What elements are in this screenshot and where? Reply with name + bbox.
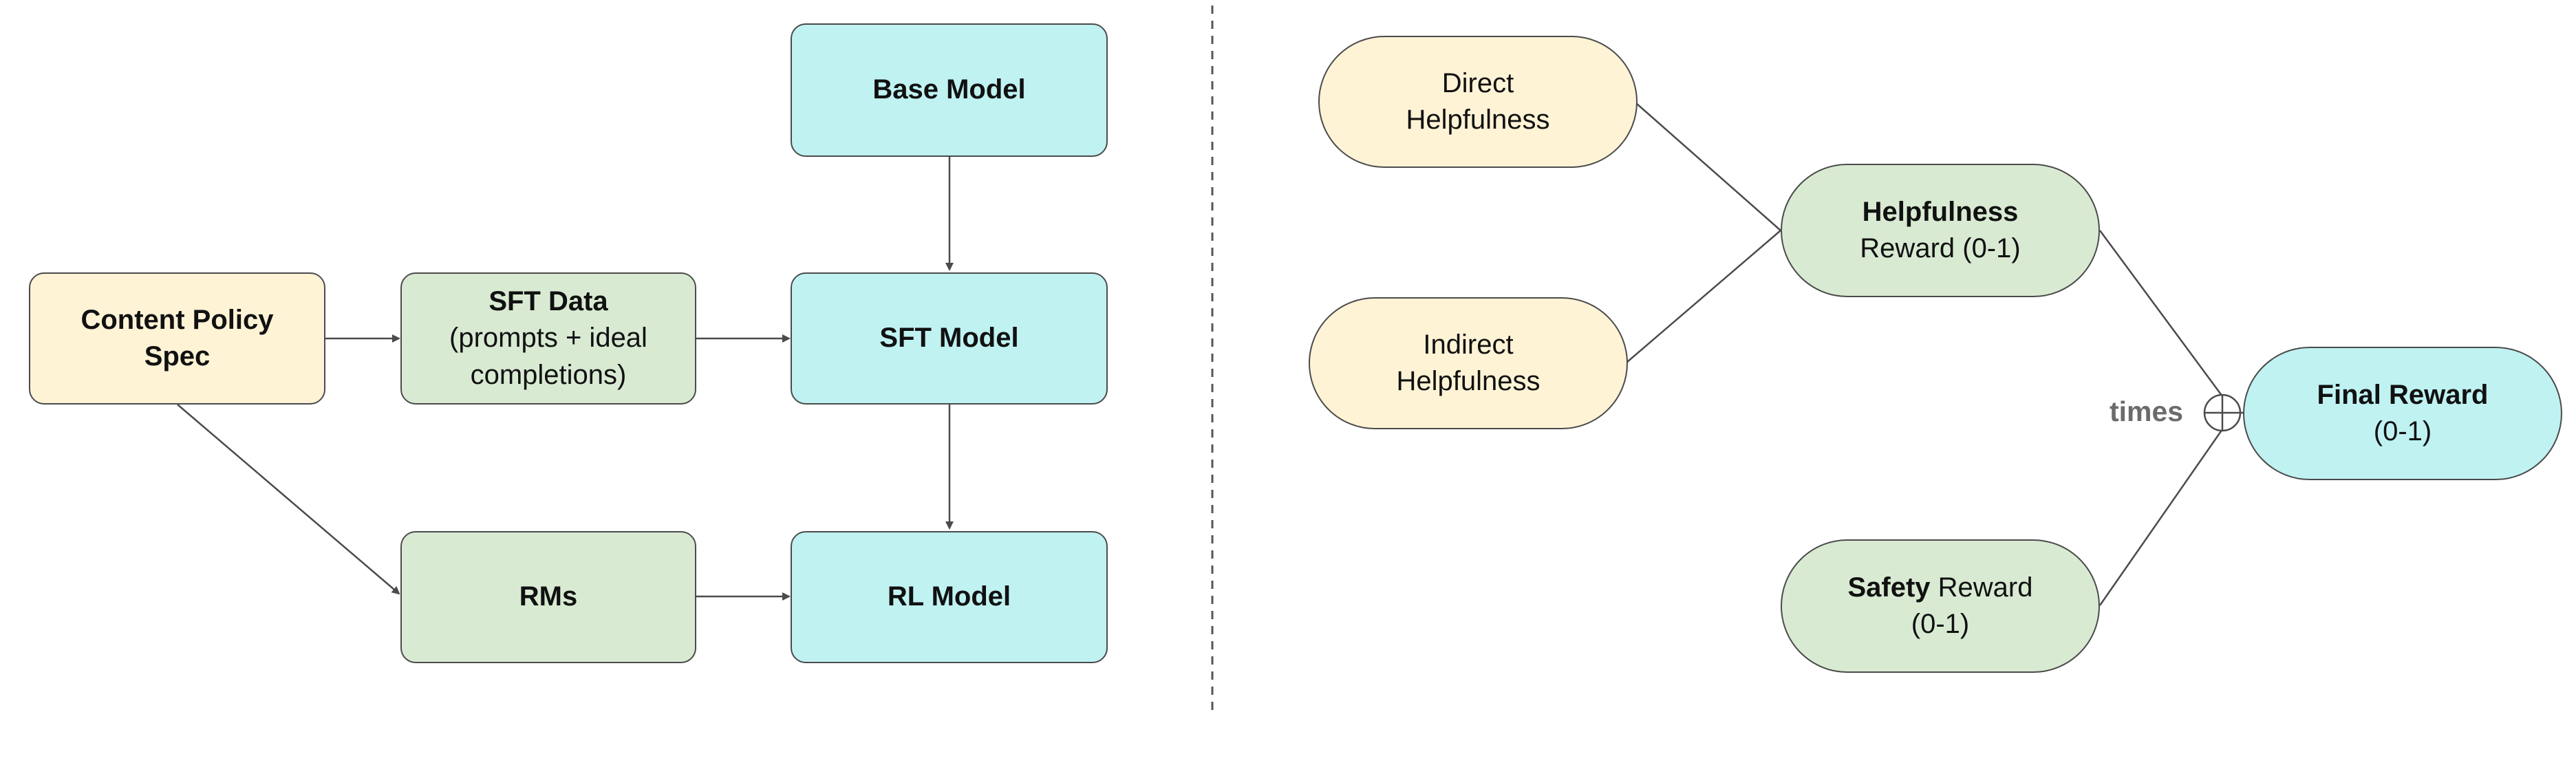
- arrow-spec-to-rms: [177, 404, 400, 595]
- rms-node: RMs: [400, 531, 696, 663]
- base-model-label: Base Model: [872, 74, 1026, 105]
- sft-data-title: SFT Data: [489, 286, 608, 317]
- indirect-line1: Indirect: [1423, 329, 1514, 360]
- rms-label: RMs: [519, 581, 578, 612]
- rl-model-node: RL Model: [791, 531, 1108, 663]
- helpfulness-reward-title: Helpfulness: [1862, 196, 2019, 227]
- sft-model-label: SFT Model: [879, 323, 1019, 354]
- final-reward-title: Final Reward: [2317, 379, 2489, 410]
- direct-line1: Direct: [1441, 67, 1514, 98]
- final-reward-line2: (0-1): [2373, 416, 2432, 446]
- safety-reward-line2: (0-1): [1911, 609, 1970, 639]
- safety-reward-rest: Reward: [1930, 572, 2033, 603]
- sft-model-node: SFT Model: [791, 272, 1108, 405]
- line-helpfulness-to-combine: [2099, 230, 2224, 397]
- content-policy-spec-node: Content Policy Spec: [29, 272, 325, 405]
- direct-line2: Helpfulness: [1406, 105, 1550, 135]
- direct-helpfulness-node: Direct Helpfulness: [1318, 36, 1638, 168]
- combine-label: times: [2110, 396, 2184, 427]
- line-indirect-to-helpfulness: [1626, 230, 1781, 363]
- rl-model-label: RL Model: [887, 581, 1011, 612]
- safety-reward-bold: Safety: [1847, 572, 1931, 603]
- final-reward-node: Final Reward (0-1): [2243, 347, 2562, 480]
- sft-data-node: SFT Data (prompts + ideal completions): [400, 272, 696, 405]
- sft-data-line2: (prompts + ideal: [449, 323, 647, 354]
- content-policy-line2: Spec: [144, 341, 211, 371]
- helpfulness-reward-node: Helpfulness Reward (0-1): [1781, 164, 2100, 297]
- base-model-node: Base Model: [791, 23, 1108, 157]
- sft-data-line3: completions): [470, 359, 627, 390]
- indirect-line2: Helpfulness: [1396, 366, 1541, 396]
- combine-plus-icon: [2203, 394, 2242, 432]
- indirect-helpfulness-node: Indirect Helpfulness: [1309, 297, 1628, 429]
- helpfulness-reward-line2: Reward (0-1): [1860, 233, 2021, 263]
- safety-reward-line1: Safety Reward: [1847, 570, 2032, 606]
- line-safety-to-combine: [2099, 429, 2224, 606]
- line-direct-to-helpfulness: [1635, 103, 1781, 231]
- safety-reward-node: Safety Reward (0-1): [1781, 539, 2100, 673]
- content-policy-line1: Content Policy: [80, 304, 274, 335]
